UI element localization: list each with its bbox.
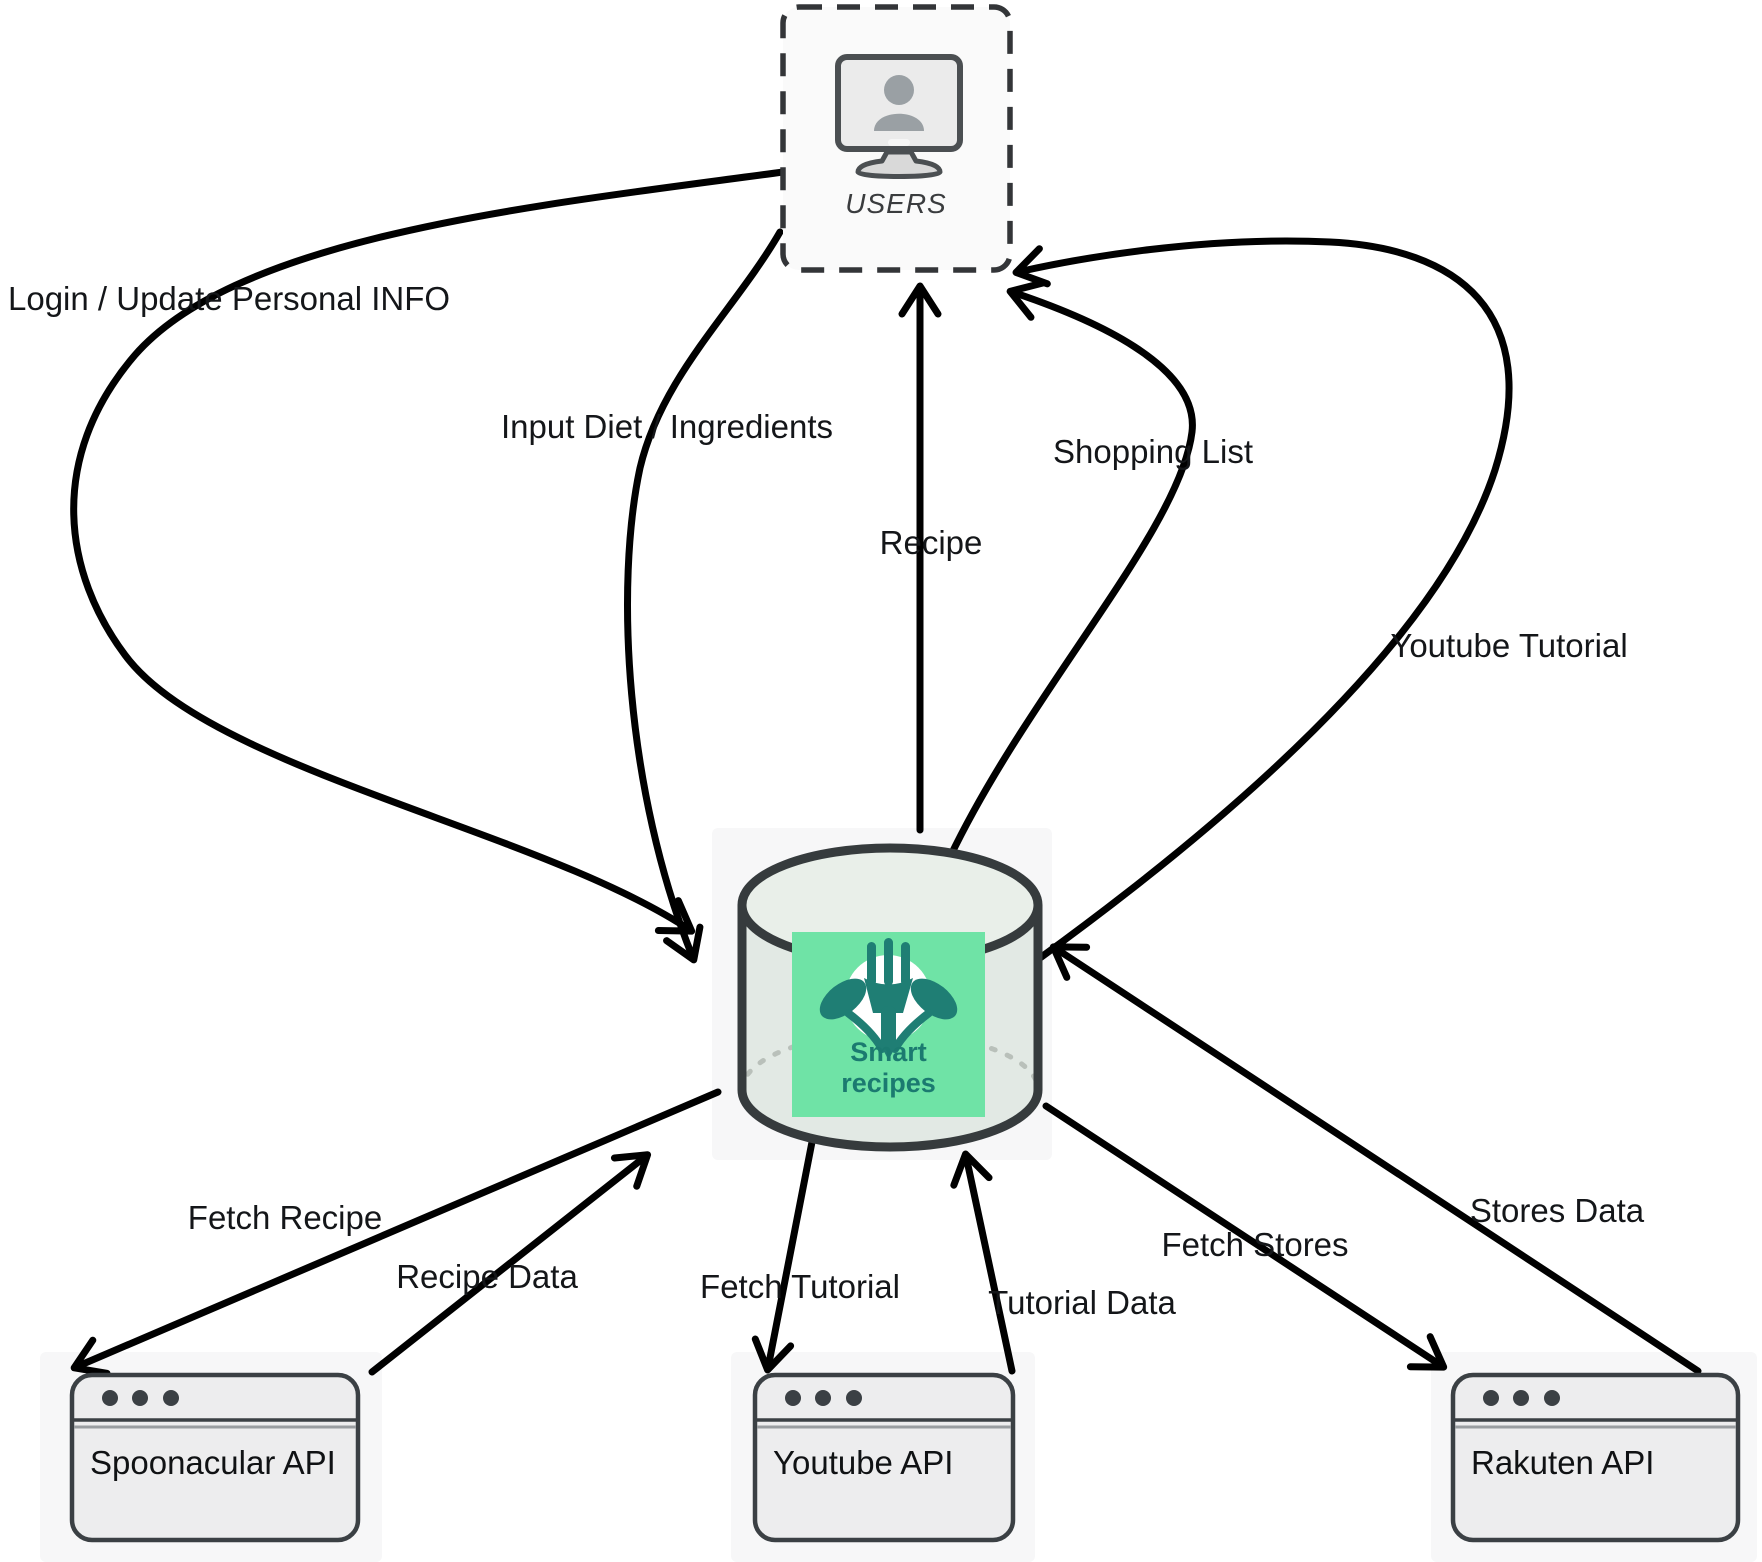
edge-label-tutorial-data: Tutorial Data [988, 1284, 1176, 1321]
edge-label-login-update-info: Login / Update Personal INFO [8, 280, 451, 317]
browser-dots-icon [102, 1390, 179, 1406]
edge-label-youtube-tutorial: Youtube Tutorial [1390, 627, 1628, 664]
edge-login-update-info [70, 168, 787, 935]
logo-text-bottom: recipes [841, 1068, 936, 1098]
edge-fetch-recipe [70, 1088, 722, 1377]
edge-label-fetch-stores: Fetch Stores [1161, 1226, 1349, 1263]
logo-text-top: Smart [850, 1037, 927, 1067]
youtube-window [752, 1372, 1016, 1543]
edge-label-input-diet-ingredients: Input Diet / Ingredients [500, 408, 834, 445]
edge-stores-data [1049, 943, 1702, 1375]
edge-label-shopping-list: Shopping List [1053, 433, 1253, 470]
youtube-label: Youtube API [773, 1444, 954, 1481]
browser-dots-icon [785, 1390, 862, 1406]
rakuten-window [1450, 1372, 1741, 1543]
edge-label-fetch-tutorial: Fetch Tutorial [700, 1268, 900, 1305]
users-node [780, 4, 1013, 273]
database-cylinder [737, 843, 1043, 1152]
edge-label-fetch-recipe: Fetch Recipe [187, 1199, 383, 1236]
edge-label-stores-data: Stores Data [1469, 1192, 1645, 1229]
spoonacular-window [69, 1372, 361, 1543]
edge-tutorial-data [950, 1150, 1016, 1375]
smart-recipes-logo-text: Smart recipes [792, 1037, 985, 1099]
edge-fetch-tutorial [751, 1138, 816, 1374]
spoonacular-label: Spoonacular API [90, 1444, 336, 1481]
users-node-label: USERS [845, 188, 947, 219]
fork-leaves-icon [819, 938, 958, 1060]
edge-recipe-data [368, 1151, 652, 1376]
edge-input-diet-ingredients [624, 228, 784, 964]
edge-youtube-tutorial [1012, 237, 1513, 962]
browser-dots-icon [1483, 1390, 1560, 1406]
edge-fetch-stores [1042, 1102, 1448, 1371]
edge-shopping-list [946, 279, 1196, 861]
edge-label-recipe-data: Recipe Data [396, 1258, 578, 1295]
edge-label-recipe: Recipe [879, 524, 983, 561]
user-monitor-icon [835, 54, 963, 179]
rakuten-label: Rakuten API [1471, 1444, 1655, 1481]
smart-recipes-logo [792, 932, 985, 1117]
